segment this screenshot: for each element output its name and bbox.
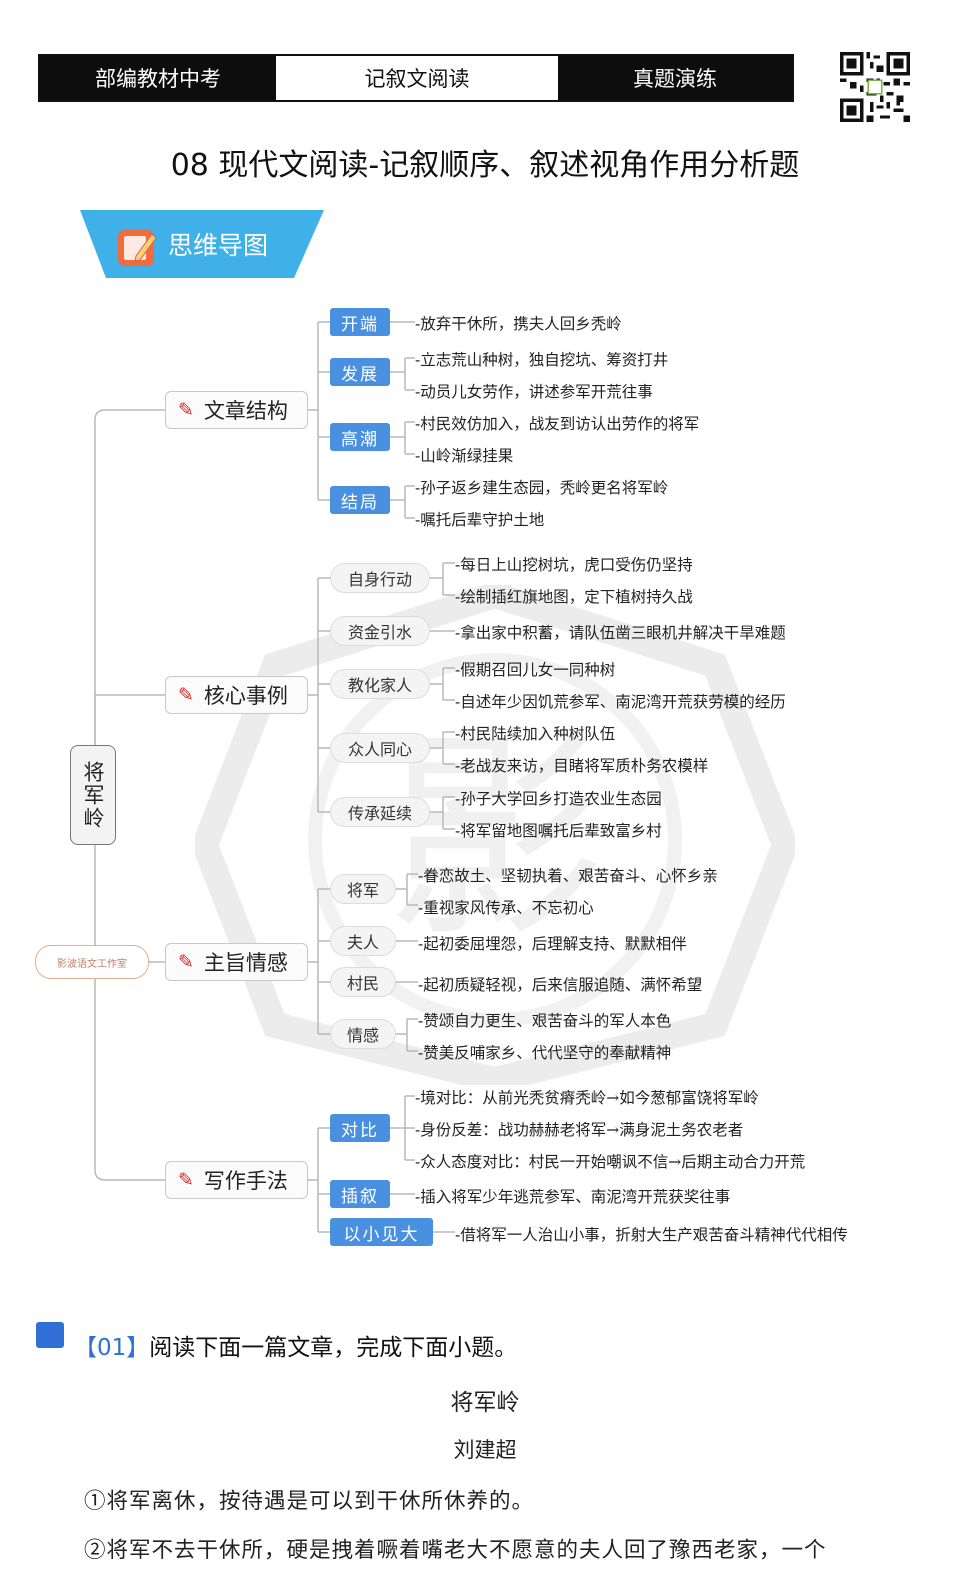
header-cell-topic: 记叙文阅读 <box>276 56 558 100</box>
tag-wife: 夫人 <box>330 926 396 956</box>
notepad-icon <box>118 230 157 266</box>
tag-opening: 开端 <box>330 308 390 336</box>
leaf-item: -赞美反哺家乡、代代坚守的奉献精神 <box>418 1044 672 1062</box>
mindmap-root: 将军岭 <box>70 745 116 845</box>
leaf-item: -孙子返乡建生态园，秃岭更名将军岭 <box>415 479 669 497</box>
leaf-item: -孙子大学回乡打造农业生态园 <box>455 790 662 808</box>
leaf-item: -每日上山挖树坑，虎口受伤仍坚持 <box>455 556 693 574</box>
branch-theme-emotion: ✎主旨情感 <box>165 943 308 981</box>
qr-code-icon <box>840 52 910 122</box>
leaf-item: -自述年少因饥荒参军、南泥湾开荒获劳模的经历 <box>455 693 786 711</box>
tag-emotion: 情感 <box>330 1019 396 1049</box>
leaf-item: -假期召回儿女一同种树 <box>455 661 616 679</box>
header-cell-textbook: 部编教材中考 <box>40 56 276 100</box>
question-number: 【01】 <box>74 1335 150 1361</box>
leaf-item: -立志荒山种树，独自挖坑、筹资打井 <box>415 351 669 369</box>
tag-own-action: 自身行动 <box>330 563 430 593</box>
page-title: 08 现代文阅读-记叙顺序、叙述视角作用分析题 <box>170 148 800 183</box>
mindmap-banner-label: 思维导图 <box>168 231 269 260</box>
leaf-item: -境对比：从前光秃贫瘠秃岭→如今葱郁富饶将军岭 <box>415 1089 759 1107</box>
branch-structure: ✎文章结构 <box>165 391 308 429</box>
tag-climax: 高潮 <box>330 423 390 451</box>
question-marker-icon <box>36 1322 64 1348</box>
tag-funds-water: 资金引水 <box>330 616 430 646</box>
tag-villagers: 村民 <box>330 967 396 997</box>
leaf-item: -拿出家中积蓄，请队伍凿三眼机井解决干旱难题 <box>455 624 786 642</box>
pencil-icon: ✎ <box>178 399 194 421</box>
leaf-item: -眷恋故土、坚韧执着、艰苦奋斗、心怀乡亲 <box>418 867 718 885</box>
tag-united: 众人同心 <box>330 733 430 763</box>
tag-contrast: 对比 <box>330 1114 390 1142</box>
tag-ending: 结局 <box>330 486 390 514</box>
tag-development: 发展 <box>330 358 390 386</box>
studio-stamp: 影波语文工作室 <box>35 945 149 979</box>
branch-writing-techniques: ✎写作手法 <box>165 1161 308 1199</box>
question-prompt: 阅读下面一篇文章，完成下面小题。 <box>149 1335 518 1361</box>
pencil-icon: ✎ <box>178 951 194 973</box>
tag-small-to-big: 以小见大 <box>330 1218 433 1246</box>
article-title: 将军岭 <box>450 1390 520 1416</box>
leaf-item: -插入将军少年逃荒参军、南泥湾开荒获奖往事 <box>415 1188 731 1206</box>
leaf-item: -绘制插红旗地图，定下植树持久战 <box>455 588 693 606</box>
leaf-item: -赞颂自力更生、艰苦奋斗的军人本色 <box>418 1012 672 1030</box>
leaf-item: -众人态度对比：村民一开始嘲讽不信→后期主动合力开荒 <box>415 1153 806 1171</box>
leaf-item: -身份反差：战功赫赫老将军→满身泥土务农老者 <box>415 1121 744 1139</box>
tag-flashback: 插叙 <box>330 1180 390 1208</box>
leaf-item: -起初委屈埋怨，后理解支持、默默相伴 <box>418 935 687 953</box>
header-cell-practice: 真题演练 <box>558 56 792 100</box>
leaf-item: -重视家风传承、不忘初心 <box>418 899 594 917</box>
leaf-item: -山岭渐绿挂果 <box>415 447 514 465</box>
leaf-item: -村民陆续加入种树队伍 <box>455 725 616 743</box>
tag-educate-family: 教化家人 <box>330 669 430 699</box>
pencil-icon: ✎ <box>178 684 194 706</box>
article-paragraph: ①将军离休，按待遇是可以到干休所休养的。 <box>84 1489 535 1514</box>
leaf-item: -将军留地图嘱托后辈致富乡村 <box>455 822 662 840</box>
branch-core-examples: ✎核心事例 <box>165 676 308 714</box>
leaf-item: -村民效仿加入，战友到访认出劳作的将军 <box>415 415 700 433</box>
header-bar: 部编教材中考 记叙文阅读 真题演练 <box>38 54 794 102</box>
question-heading: 【01】阅读下面一篇文章，完成下面小题。 <box>74 1328 517 1362</box>
leaf-item: -起初质疑轻视，后来信服追随、满怀希望 <box>418 976 703 994</box>
article-paragraph: ②将军不去干休所，硬是拽着噘着嘴老大不愿意的夫人回了豫西老家，一个 <box>84 1538 827 1563</box>
pencil-icon: ✎ <box>178 1169 194 1191</box>
tag-general: 将军 <box>330 874 396 904</box>
leaf-item: -动员儿女劳作，讲述参军开荒往事 <box>415 383 653 401</box>
leaf-item: -嘱托后辈守护土地 <box>415 511 545 529</box>
article-author: 刘建超 <box>453 1438 517 1462</box>
leaf-item: -老战友来访，目睹将军质朴务农模样 <box>455 757 709 775</box>
leaf-item: -放弃干休所，携夫人回乡秃岭 <box>415 315 622 333</box>
leaf-item: -借将军一人治山小事，折射大生产艰苦奋斗精神代代相传 <box>455 1226 848 1244</box>
tag-inheritance: 传承延续 <box>330 797 430 827</box>
